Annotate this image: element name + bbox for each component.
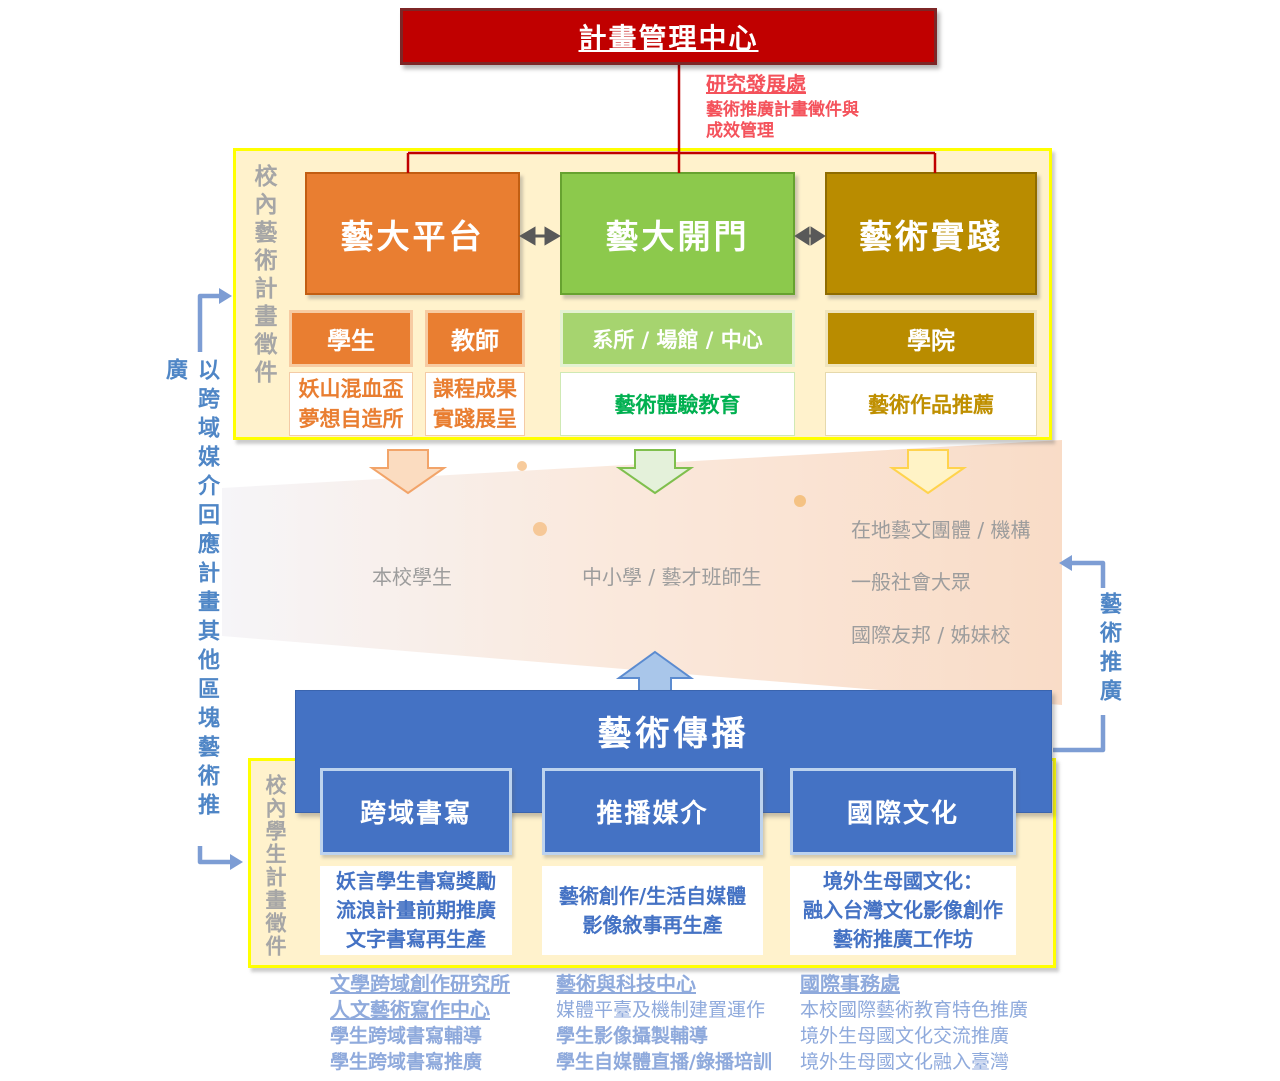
detail-line: 境外生母國文化： <box>823 869 983 893</box>
cross-writing-box: 跨域書寫 <box>320 768 512 855</box>
push-media-box: 推播媒介 <box>542 768 763 855</box>
detail-line: 藝術創作/生活自媒體 <box>558 883 747 908</box>
detail-line: 融入台灣文化影像創作 <box>803 898 1003 922</box>
detail-line: 流浪計畫前期推廣 <box>336 898 496 922</box>
practice-box: 藝術實踐 <box>825 172 1037 295</box>
teachers-subbox: 教師 <box>425 310 525 367</box>
footnote-item: 本校國際藝術教育特色推廣 <box>800 999 1029 1021</box>
college-label: 學院 <box>907 327 955 355</box>
right-arrowhead-icon <box>1059 555 1072 571</box>
detail-line: 課程成果 <box>433 376 517 401</box>
footnote-item: 學生跨域書寫推廣 <box>330 1051 483 1073</box>
detail-line: 影像敘事再生產 <box>582 912 723 937</box>
left-top-arrowhead-icon <box>219 288 232 304</box>
footnote-item: 媒體平臺及機制建置運作 <box>556 999 766 1021</box>
detail-line: 藝術推廣工作坊 <box>833 927 973 951</box>
footnote-art-tech-column: 藝術與科技中心 媒體平臺及機制建置運作 學生影像攝製輔導 學生自媒體直播/錄播培… <box>556 971 772 1075</box>
audience-students: 本校學生 <box>372 565 452 589</box>
audience-international: 國際友邦 / 姊妹校 <box>851 623 1011 647</box>
push-media-title: 推播媒介 <box>596 799 709 829</box>
intl-culture-detail-box: 境外生母國文化： 融入台灣文化影像創作 藝術推廣工作坊 <box>790 866 1016 955</box>
left-top-elbow <box>197 293 219 352</box>
students-subbox: 學生 <box>289 310 413 367</box>
teachers-label: 教師 <box>451 327 499 355</box>
teachers-detail-box: 課程成果 實踐展呈 <box>425 372 525 436</box>
intl-culture-title: 國際文化 <box>846 799 959 829</box>
detail-line: 實踐展呈 <box>433 407 517 431</box>
departments-label: 系所 / 場館 / 中心 <box>592 327 763 352</box>
detail-line: 藝術作品推薦 <box>868 393 994 417</box>
footnote-header: 文學跨域創作研究所 <box>330 972 510 996</box>
upper-panel-side-label: 校內藝術計畫徵件 <box>250 164 276 388</box>
push-media-detail-box: 藝術創作/生活自媒體 影像敘事再生產 <box>542 866 763 955</box>
practice-title: 藝術實踐 <box>859 216 1003 256</box>
intl-culture-box: 國際文化 <box>790 768 1016 855</box>
practice-detail-box: 藝術作品推薦 <box>825 372 1037 436</box>
right-art-promotion-note: 藝術推廣 <box>1077 588 1124 715</box>
students-detail-box: 妖山混血盃 夢想自造所 <box>289 372 413 436</box>
platform-title: 藝大平台 <box>340 216 485 256</box>
rd-office-note-line: 成效管理 <box>706 121 774 142</box>
detail-line: 文字書寫再生產 <box>346 927 486 951</box>
decor-dot <box>794 495 806 507</box>
opendoor-detail-box: 藝術體驗教育 <box>560 372 795 436</box>
plan-management-title: 計畫管理中心 <box>578 21 759 55</box>
audience-schools: 中小學 / 藝才班師生 <box>582 565 762 589</box>
footnote-header: 人文藝術寫作中心 <box>330 998 490 1022</box>
cross-writing-detail-box: 妖言學生書寫獎勵 流浪計畫前期推廣 文字書寫再生產 <box>320 866 512 955</box>
left-cross-media-note: 以跨域媒介回應計畫其他區塊藝術推廣 <box>162 352 222 846</box>
footnote-item: 境外生母國文化交流推廣 <box>800 1025 1010 1047</box>
opendoor-box: 藝大開門 <box>560 172 795 295</box>
footnote-item: 學生自媒體直播/錄播培訓 <box>556 1051 772 1073</box>
down-arrow-yellow-icon <box>888 449 968 495</box>
decor-dot <box>517 461 527 471</box>
opendoor-title: 藝大開門 <box>605 216 750 256</box>
departments-subbox: 系所 / 場館 / 中心 <box>560 310 795 367</box>
lower-panel-side-label: 校內學生計畫徵件 <box>263 774 287 958</box>
footnote-header: 國際事務處 <box>800 972 900 996</box>
left-bottom-arrowhead-icon <box>230 854 243 870</box>
rd-office-note-line: 藝術推廣計畫徵件與 <box>706 100 859 120</box>
rd-office-name: 研究發展處 <box>706 72 806 96</box>
platform-box: 藝大平台 <box>305 172 520 295</box>
down-arrow-green-icon <box>615 449 695 495</box>
detail-line: 夢想自造所 <box>298 407 404 431</box>
audience-local-groups: 在地藝文團體 / 機構 <box>851 518 1031 542</box>
cross-writing-title: 跨域書寫 <box>359 799 472 829</box>
footnote-item: 境外生母國文化融入臺灣 <box>800 1051 1010 1073</box>
art-communication-title: 藝術傳播 <box>597 714 750 754</box>
college-subbox: 學院 <box>825 310 1037 367</box>
footnote-item: 學生影像攝製輔導 <box>556 1025 709 1047</box>
students-label: 學生 <box>327 327 375 355</box>
detail-line: 妖山混血盃 <box>298 376 404 401</box>
down-arrow-orange-icon <box>368 449 448 495</box>
decor-dot <box>533 522 547 536</box>
left-bottom-elbow <box>197 845 230 865</box>
detail-line: 藝術體驗教育 <box>614 393 741 417</box>
footnote-item: 學生跨域書寫輔導 <box>330 1025 483 1047</box>
audience-public: 一般社會大眾 <box>851 570 971 594</box>
footnote-intl-affairs-column: 國際事務處 本校國際藝術教育特色推廣 境外生母國文化交流推廣 境外生母國文化融入… <box>800 971 1028 1075</box>
footnote-literature-column: 文學跨域創作研究所 人文藝術寫作中心 學生跨域書寫輔導 學生跨域書寫推廣 <box>330 971 510 1075</box>
footnote-header: 藝術與科技中心 <box>556 972 696 996</box>
rd-office-note: 研究發展處 藝術推廣計畫徵件與 成效管理 <box>706 72 859 143</box>
plan-management-banner: 計畫管理中心 <box>400 8 937 65</box>
detail-line: 妖言學生書寫獎勵 <box>336 869 496 893</box>
